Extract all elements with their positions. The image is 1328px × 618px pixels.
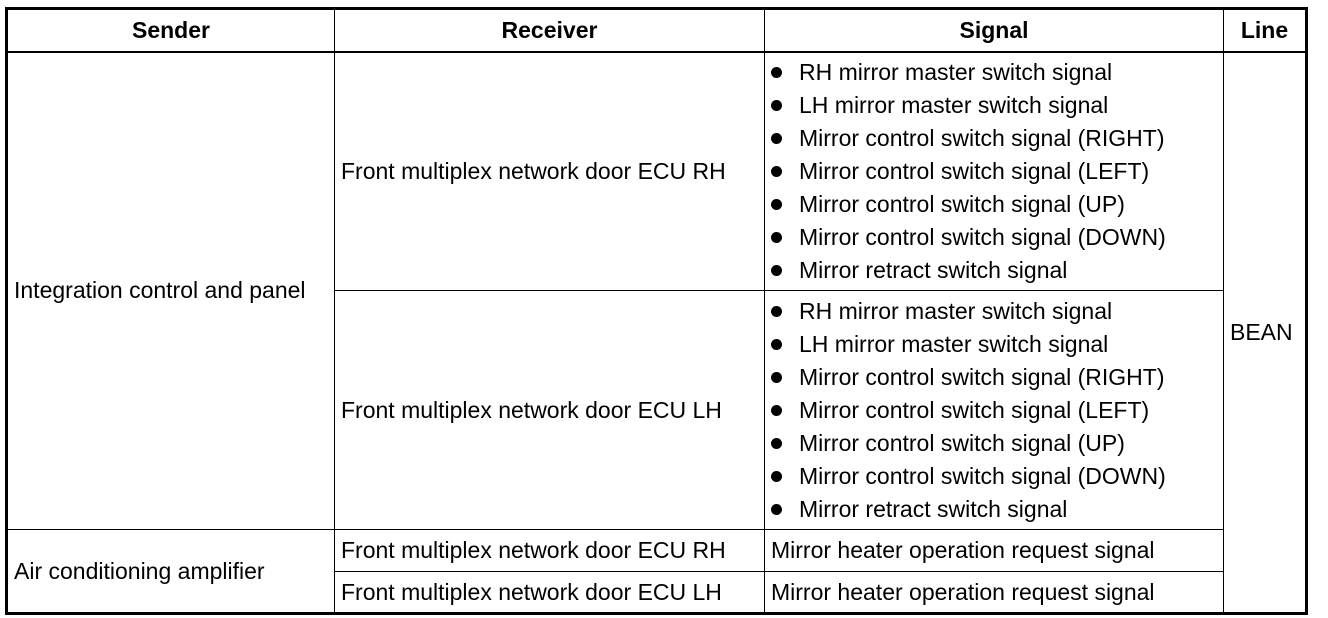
header-receiver: Receiver <box>334 8 765 52</box>
table-row: Air conditioning amplifier Front multipl… <box>6 529 1307 614</box>
signal-item: Mirror control switch signal (LEFT) <box>771 155 1223 188</box>
signal-cell: Mirror heater operation request signal <box>764 571 1224 614</box>
signal-item: Mirror control switch signal (UP) <box>771 188 1223 221</box>
signal-cell: Mirror heater operation request signal <box>764 529 1224 572</box>
header-line: Line <box>1223 8 1307 52</box>
bullet-icon <box>771 404 782 416</box>
signal-item: LH mirror master switch signal <box>771 89 1223 122</box>
bullet-icon <box>771 165 782 177</box>
signal-text: Mirror control switch signal (DOWN) <box>799 223 1166 250</box>
signal-text: Mirror control switch signal (LEFT) <box>799 157 1150 184</box>
signal-text: LH mirror master switch signal <box>799 91 1109 118</box>
signal-text: Mirror retract switch signal <box>799 495 1068 522</box>
bullet-icon <box>771 338 782 350</box>
signal-list: RH mirror master switch signal LH mirror… <box>771 56 1223 287</box>
bullet-icon <box>771 371 782 383</box>
line-cell: BEAN <box>1223 51 1307 614</box>
signal-item: Mirror control switch signal (UP) <box>771 427 1223 460</box>
signal-item: Mirror control switch signal (RIGHT) <box>771 361 1223 394</box>
signal-item: Mirror control switch signal (DOWN) <box>771 221 1223 254</box>
signal-text: Mirror retract switch signal <box>799 256 1068 283</box>
signal-cell: RH mirror master switch signal LH mirror… <box>764 51 1224 291</box>
bullet-icon <box>771 305 782 317</box>
table-row: Front multiplex network door ECU LH Mirr… <box>7 571 1307 614</box>
signal-item: LH mirror master switch signal <box>771 328 1223 361</box>
signal-item: Mirror retract switch signal <box>771 493 1223 526</box>
signal-text: RH mirror master switch signal <box>799 58 1113 85</box>
signal-text: LH mirror master switch signal <box>799 330 1109 357</box>
table-row: Integration control and panel Front mult… <box>6 51 1307 614</box>
bullet-icon <box>771 99 782 111</box>
receiver-cell: Front multiplex network door ECU RH <box>334 51 765 291</box>
bullet-icon <box>771 231 782 243</box>
signal-text: Mirror control switch signal (RIGHT) <box>799 363 1165 390</box>
signal-text: Mirror control switch signal (UP) <box>799 429 1125 456</box>
sender-cell: Integration control and panel <box>6 51 335 530</box>
signal-item: Mirror control switch signal (RIGHT) <box>771 122 1223 155</box>
bullet-icon <box>771 264 782 276</box>
signal-list: RH mirror master switch signal LH mirror… <box>771 295 1223 526</box>
signal-item: Mirror retract switch signal <box>771 254 1223 287</box>
receiver-cell: Front multiplex network door ECU LH <box>334 290 765 530</box>
receiver-cell: Front multiplex network door ECU LH <box>334 571 765 614</box>
signal-text: Mirror control switch signal (RIGHT) <box>799 124 1165 151</box>
signal-item: RH mirror master switch signal <box>771 56 1223 89</box>
bullet-icon <box>771 66 782 78</box>
signal-cell: RH mirror master switch signal LH mirror… <box>764 290 1224 530</box>
table-row: Front multiplex network door ECU LH RH m… <box>7 290 1307 530</box>
header-sender: Sender <box>6 8 335 52</box>
bullet-icon <box>771 470 782 482</box>
signal-text: RH mirror master switch signal <box>799 297 1113 324</box>
sender-cell: Air conditioning amplifier <box>6 529 335 614</box>
header-row: Sender Receiver Signal Line <box>6 8 1307 52</box>
signal-item: Mirror control switch signal (LEFT) <box>771 394 1223 427</box>
bullet-icon <box>771 198 782 210</box>
bullet-icon <box>771 132 782 144</box>
header-signal: Signal <box>764 8 1224 52</box>
bullet-icon <box>771 503 782 515</box>
signal-text: Mirror control switch signal (DOWN) <box>799 462 1166 489</box>
receiver-cell: Front multiplex network door ECU RH <box>334 529 765 572</box>
signal-text: Mirror control switch signal (LEFT) <box>799 396 1150 423</box>
signal-text: Mirror control switch signal (UP) <box>799 190 1125 217</box>
signal-item: RH mirror master switch signal <box>771 295 1223 328</box>
signal-item: Mirror control switch signal (DOWN) <box>771 460 1223 493</box>
bullet-icon <box>771 437 782 449</box>
signal-table: Sender Receiver Signal Line Integration … <box>5 7 1308 615</box>
